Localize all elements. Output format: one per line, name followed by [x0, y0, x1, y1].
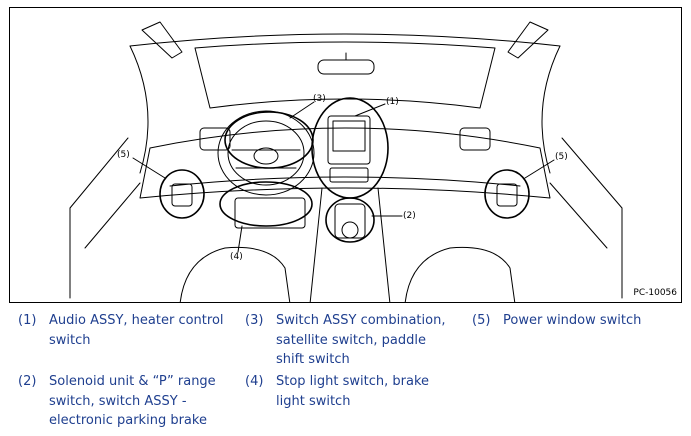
steering-emblem	[253, 147, 279, 165]
roof-edge	[129, 33, 561, 47]
callout-label-3: (3)	[313, 94, 326, 104]
legend-number: (5)	[472, 313, 491, 328]
callout-circle-3	[224, 111, 314, 169]
left-door	[69, 137, 129, 299]
callout-label-4: (4)	[230, 252, 243, 262]
legend-text: Switch ASSY combination, satellite switc…	[276, 313, 446, 367]
right-vent	[459, 127, 491, 151]
legend-number: (1)	[18, 313, 37, 328]
shift-lever	[334, 203, 366, 239]
callout-label-5-left: (5)	[117, 150, 130, 160]
leader-3	[289, 101, 315, 119]
callout-circle-1	[311, 97, 389, 199]
legend-number: (3)	[245, 313, 264, 328]
callout-label-1: (1)	[386, 97, 399, 107]
callout-label-2: (2)	[403, 211, 416, 221]
leader-5-left	[132, 157, 166, 179]
right-pillar	[541, 45, 561, 174]
climate-panel	[329, 167, 369, 183]
left-vent	[199, 127, 231, 151]
left-pillar	[129, 45, 149, 174]
callout-circle-5-right	[484, 169, 530, 219]
callout-circle-2	[325, 197, 375, 243]
legend-number: (2)	[18, 374, 37, 389]
legend-text: Audio ASSY, heater control switch	[49, 313, 224, 348]
leader-5-right	[524, 159, 555, 179]
legend-text: Power window switch	[503, 313, 642, 328]
interior-line-drawing	[69, 21, 623, 302]
callout-circle-5-left	[159, 169, 205, 219]
right-door	[561, 137, 623, 299]
center-display	[327, 115, 371, 165]
legend-text: Solenoid unit & “P” range switch, switch…	[49, 374, 216, 428]
callout-label-5-right: (5)	[555, 152, 568, 162]
driver-seat	[179, 246, 291, 302]
passenger-seat	[404, 246, 516, 302]
windshield	[194, 41, 496, 109]
dashboard	[139, 127, 551, 199]
center-console	[309, 187, 391, 302]
callout-circle-4	[219, 181, 313, 227]
legend-number: (4)	[245, 374, 264, 389]
leader-1	[354, 103, 386, 117]
left-grab-handle	[141, 21, 183, 59]
legend-text: Stop light switch, brake light switch	[276, 374, 430, 409]
figure-id: PC-10056	[633, 288, 677, 298]
right-grab-handle	[507, 21, 549, 59]
rearview-mirror	[317, 59, 375, 75]
vehicle-interior-diagram: (1) (2) (3) (4) (5) (5) PC-10056	[9, 7, 682, 303]
steering-wheel	[217, 110, 315, 196]
leader-4	[237, 225, 243, 253]
